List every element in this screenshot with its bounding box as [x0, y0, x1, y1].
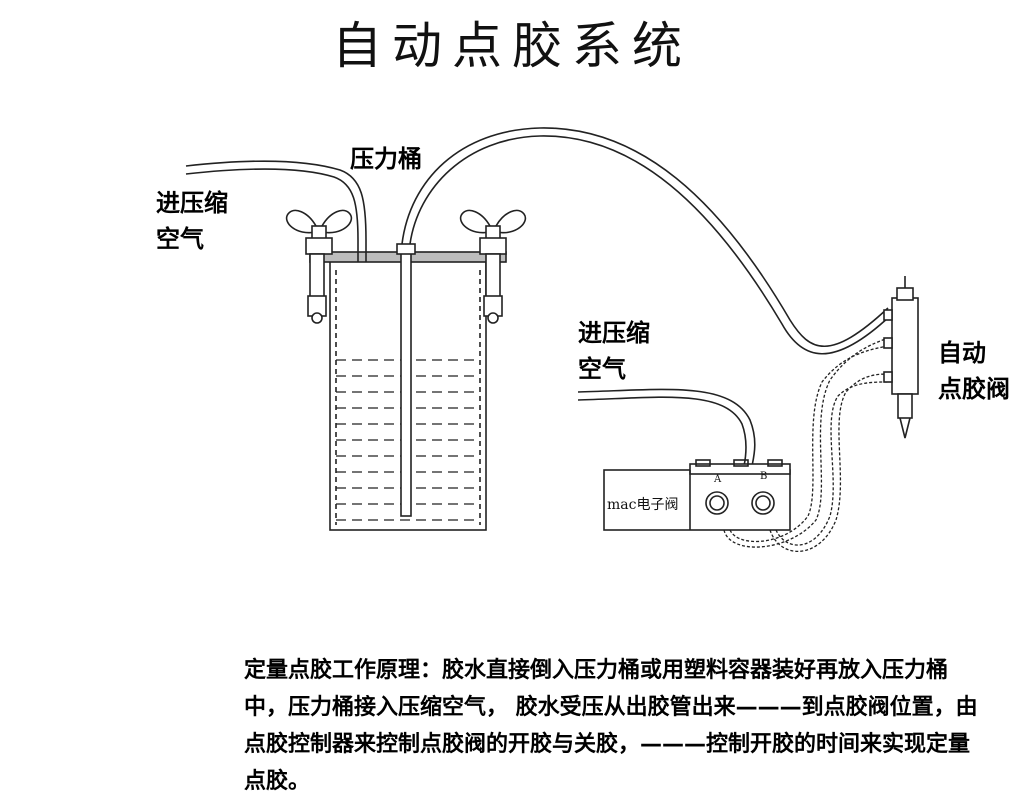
- auto-dispensing-valve: [883, 276, 919, 439]
- mac-valve-label: mac电子阀: [607, 497, 679, 513]
- page-title: 自动点胶系统: [332, 17, 692, 75]
- air-hose-to-tank: [185, 160, 367, 241]
- pressure-tank: [309, 240, 507, 531]
- air-inlet-label-1-line2: 空气: [156, 225, 204, 253]
- air-inlet-label-2-line1: 进压缩: [578, 319, 650, 347]
- pressure-tank-label: 压力桶: [350, 145, 422, 173]
- principle-description: 定量点胶工作原理：胶水直接倒入压力桶或用塑料容器装好再放入压力桶中，压力桶接入压…: [244, 658, 978, 794]
- air-inlet-label-1-line1: 进压缩: [156, 189, 228, 217]
- mac-valve-box: [603, 459, 791, 531]
- air-inlet-label-2-line2: 空气: [578, 355, 626, 383]
- port-b-label: B: [760, 471, 768, 482]
- auto-valve-label-line1: 自动: [938, 339, 986, 367]
- control-air-lines: [723, 337, 889, 553]
- right-wing-clamp: [459, 209, 527, 324]
- port-a-label: A: [714, 474, 722, 485]
- auto-valve-label-line2: 点胶阀: [938, 375, 1010, 403]
- left-wing-clamp: [285, 209, 353, 324]
- air-hose-to-mac-valve: [577, 388, 756, 467]
- glue-hose-to-valve: [401, 127, 891, 355]
